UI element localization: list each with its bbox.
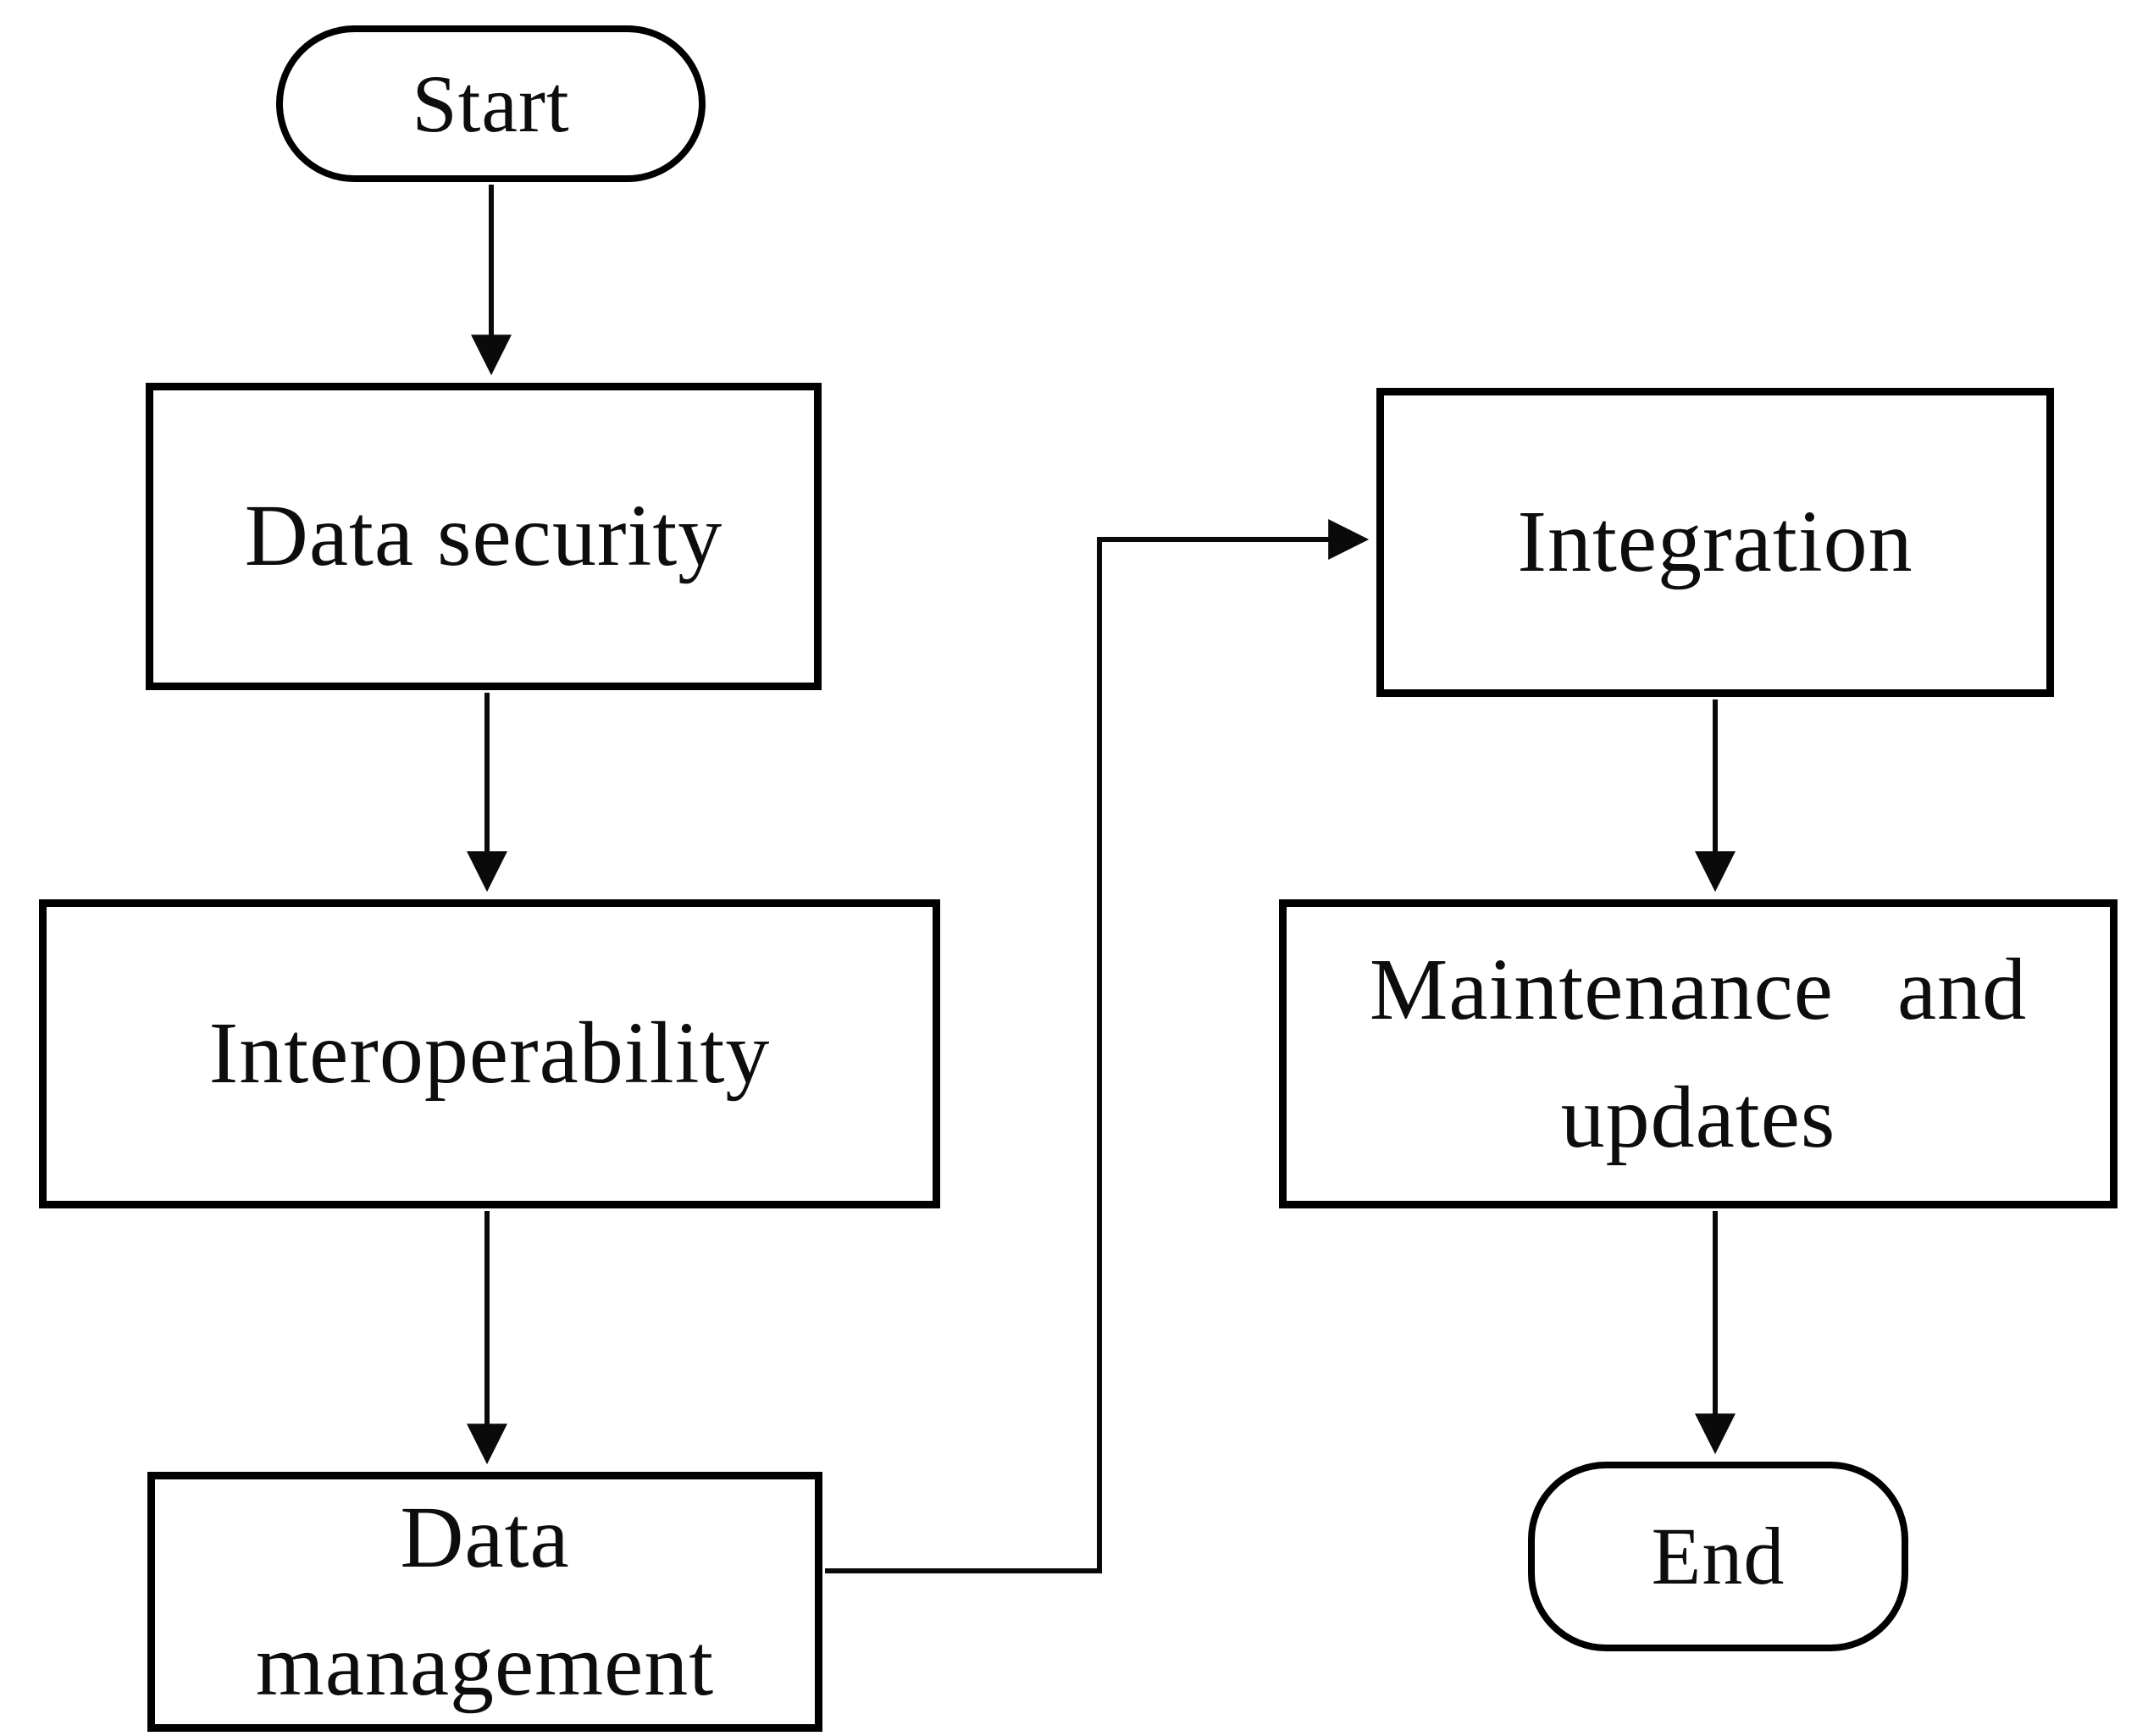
node-data-security: Data security <box>146 383 822 690</box>
node-end: End <box>1528 1462 1908 1651</box>
node-integration-label: Integration <box>1517 493 1913 591</box>
node-end-label: End <box>1651 1511 1785 1602</box>
node-start: Start <box>276 25 706 182</box>
node-interoperability-label: Interoperability <box>208 1004 771 1103</box>
node-data-management: Data management <box>147 1472 822 1732</box>
node-start-label: Start <box>412 58 570 149</box>
node-maintenance-updates: Maintenance and updates <box>1279 899 2118 1208</box>
node-maintenance-updates-label: Maintenance and updates <box>1369 940 2028 1166</box>
node-integration: Integration <box>1376 388 2054 697</box>
node-data-management-label: Data management <box>255 1488 715 1714</box>
node-data-security-label: Data security <box>244 487 723 585</box>
node-interoperability: Interoperability <box>39 899 940 1208</box>
